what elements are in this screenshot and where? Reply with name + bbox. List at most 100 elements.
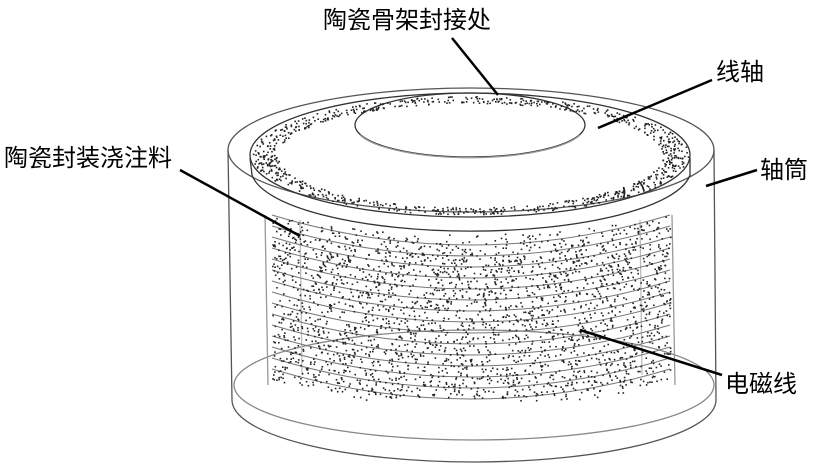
- speckle-dot: [437, 269, 440, 271]
- speckle-dot: [352, 349, 355, 351]
- speckle-dot: [629, 364, 632, 367]
- speckle-dot: [605, 362, 608, 365]
- speckle-dot: [477, 100, 479, 102]
- speckle-dot: [579, 375, 582, 378]
- speckle-dot: [639, 384, 642, 387]
- speckle-dot: [493, 213, 495, 215]
- speckle-dot: [503, 208, 506, 211]
- speckle-dot: [479, 250, 482, 252]
- speckle-dot: [635, 352, 638, 355]
- speckle-dot: [322, 327, 324, 329]
- speckle-dot: [527, 294, 529, 297]
- speckle-dot: [378, 309, 381, 311]
- speckle-dot: [450, 303, 452, 305]
- speckle-dot: [463, 261, 465, 263]
- speckle-dot: [349, 259, 352, 262]
- speckle-dot: [389, 359, 391, 361]
- speckle-dot: [310, 187, 312, 189]
- speckle-dot: [453, 213, 456, 216]
- speckle-dot: [394, 278, 396, 281]
- speckle-dot: [401, 386, 404, 388]
- speckle-dot: [547, 382, 550, 384]
- speckle-dot: [370, 344, 373, 346]
- speckle-dot: [518, 271, 520, 274]
- speckle-dot: [433, 289, 436, 291]
- speckle-dot: [310, 323, 313, 325]
- speckle-dot: [282, 377, 284, 380]
- speckle-dot: [495, 301, 498, 304]
- speckle-dot: [400, 388, 403, 391]
- speckle-dot: [290, 351, 292, 354]
- speckle-dot: [463, 212, 465, 214]
- speckle-dot: [299, 231, 302, 233]
- speckle-dot: [381, 276, 383, 278]
- speckle-dot: [430, 373, 432, 376]
- speckle-dot: [348, 247, 351, 249]
- speckle-dot: [455, 297, 458, 300]
- speckle-dot: [621, 385, 624, 388]
- speckle-dot: [515, 315, 517, 318]
- speckle-dot: [377, 273, 379, 276]
- speckle-dot: [515, 101, 518, 104]
- speckle-dot: [528, 235, 531, 237]
- speckle-dot: [658, 269, 661, 271]
- speckle-dot: [611, 115, 614, 117]
- speckle-dot: [329, 345, 332, 347]
- speckle-dot: [437, 208, 439, 211]
- speckle-dot: [424, 259, 426, 261]
- speckle-dot: [603, 334, 606, 337]
- speckle-dot: [664, 165, 667, 168]
- speckle-dot: [635, 365, 637, 368]
- speckle-dot: [526, 245, 528, 247]
- speckle-dot: [568, 361, 571, 363]
- speckle-dot: [256, 144, 259, 147]
- speckle-dot: [294, 238, 296, 240]
- speckle-dot: [541, 369, 543, 371]
- speckle-dot: [283, 335, 285, 337]
- sleeve-bottom: [231, 399, 717, 463]
- speckle-dot: [274, 371, 276, 373]
- speckle-dot: [297, 299, 300, 301]
- speckle-dot: [499, 292, 502, 295]
- speckle-dot: [518, 381, 521, 384]
- speckle-dot: [671, 166, 674, 169]
- speckle-dot: [442, 209, 444, 212]
- speckle-dot: [382, 387, 385, 389]
- speckle-dot: [384, 298, 387, 301]
- speckle-dot: [479, 210, 482, 213]
- speckle-dot: [632, 302, 634, 305]
- speckle-dot: [451, 96, 453, 98]
- speckle-dot: [333, 360, 335, 362]
- speckle-dot: [564, 300, 566, 303]
- speckle-dot: [369, 351, 372, 353]
- speckle-dot: [547, 286, 549, 289]
- speckle-dot: [275, 258, 278, 260]
- speckle-dot: [494, 257, 496, 259]
- speckle-dot: [330, 310, 333, 312]
- speckle-dot: [652, 127, 655, 130]
- speckle-dot: [594, 335, 596, 338]
- speckle-dot: [341, 199, 344, 202]
- speckle-dot: [674, 136, 676, 138]
- speckle-dot: [576, 287, 579, 289]
- speckle-dot: [461, 338, 463, 340]
- speckle-dot: [273, 341, 275, 343]
- speckle-dot: [650, 332, 653, 335]
- speckle-dot: [574, 206, 577, 209]
- speckle-dot: [637, 341, 640, 344]
- speckle-dot: [414, 318, 417, 321]
- speckle-dot: [345, 349, 348, 352]
- speckle-dot: [398, 329, 401, 331]
- speckle-dot: [574, 317, 576, 319]
- speckle-dot: [475, 236, 478, 238]
- speckle-dot: [515, 373, 518, 376]
- speckle-dot: [461, 288, 464, 291]
- speckle-dot: [565, 395, 567, 398]
- speckle-dot: [326, 286, 328, 288]
- speckle-dot: [576, 256, 578, 259]
- speckle-dot: [426, 302, 429, 304]
- speckle-dot: [283, 283, 286, 286]
- speckle-dot: [565, 275, 568, 277]
- speckle-dot: [403, 307, 405, 309]
- speckle-dot: [319, 190, 322, 193]
